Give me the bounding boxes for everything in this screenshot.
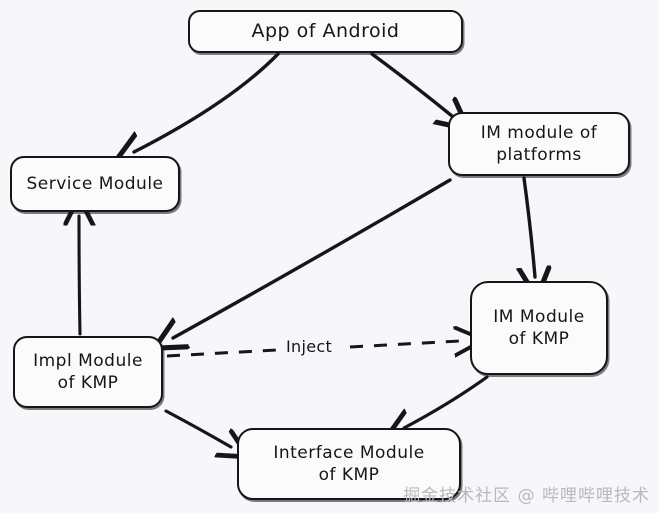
watermark: 掘金技术社区 @ 哔哩哔哩技术: [403, 486, 650, 506]
node-impl-module-of-kmp-label: Impl Module of KMP: [33, 350, 143, 393]
edge-impl-to-service: [79, 216, 80, 336]
node-im-module-of-kmp[interactable]: IM Module of KMP: [470, 281, 608, 375]
node-service-module[interactable]: Service Module: [10, 156, 180, 212]
edge-impl-to-im-kmp-inject: [166, 348, 278, 358]
edge-impl-to-im-kmp-inject-tail: [349, 341, 460, 347]
node-service-module-label: Service Module: [26, 173, 164, 194]
node-app-of-android[interactable]: App of Android: [188, 10, 463, 53]
edge-app-to-service: [134, 52, 280, 152]
node-im-module-of-kmp-label: IM Module of KMP: [493, 306, 585, 349]
node-app-of-android-label: App of Android: [251, 19, 400, 42]
edge-label-inject: Inject: [283, 337, 336, 356]
node-im-module-of-platforms[interactable]: IM module of platforms: [448, 112, 630, 176]
node-interface-module-of-kmp-label: Interface Module of KMP: [273, 442, 425, 485]
edge-app-to-im-platforms: [370, 52, 452, 116]
node-im-module-of-platforms-label: IM module of platforms: [480, 122, 598, 165]
edge-impl-to-interface: [164, 409, 231, 447]
edge-im-platforms-to-im-kmp: [524, 176, 535, 277]
edge-im-kmp-to-interface: [404, 375, 489, 428]
node-interface-module-of-kmp[interactable]: Interface Module of KMP: [237, 428, 461, 500]
node-impl-module-of-kmp[interactable]: Impl Module of KMP: [13, 336, 163, 408]
edge-im-platforms-to-impl: [173, 178, 452, 338]
